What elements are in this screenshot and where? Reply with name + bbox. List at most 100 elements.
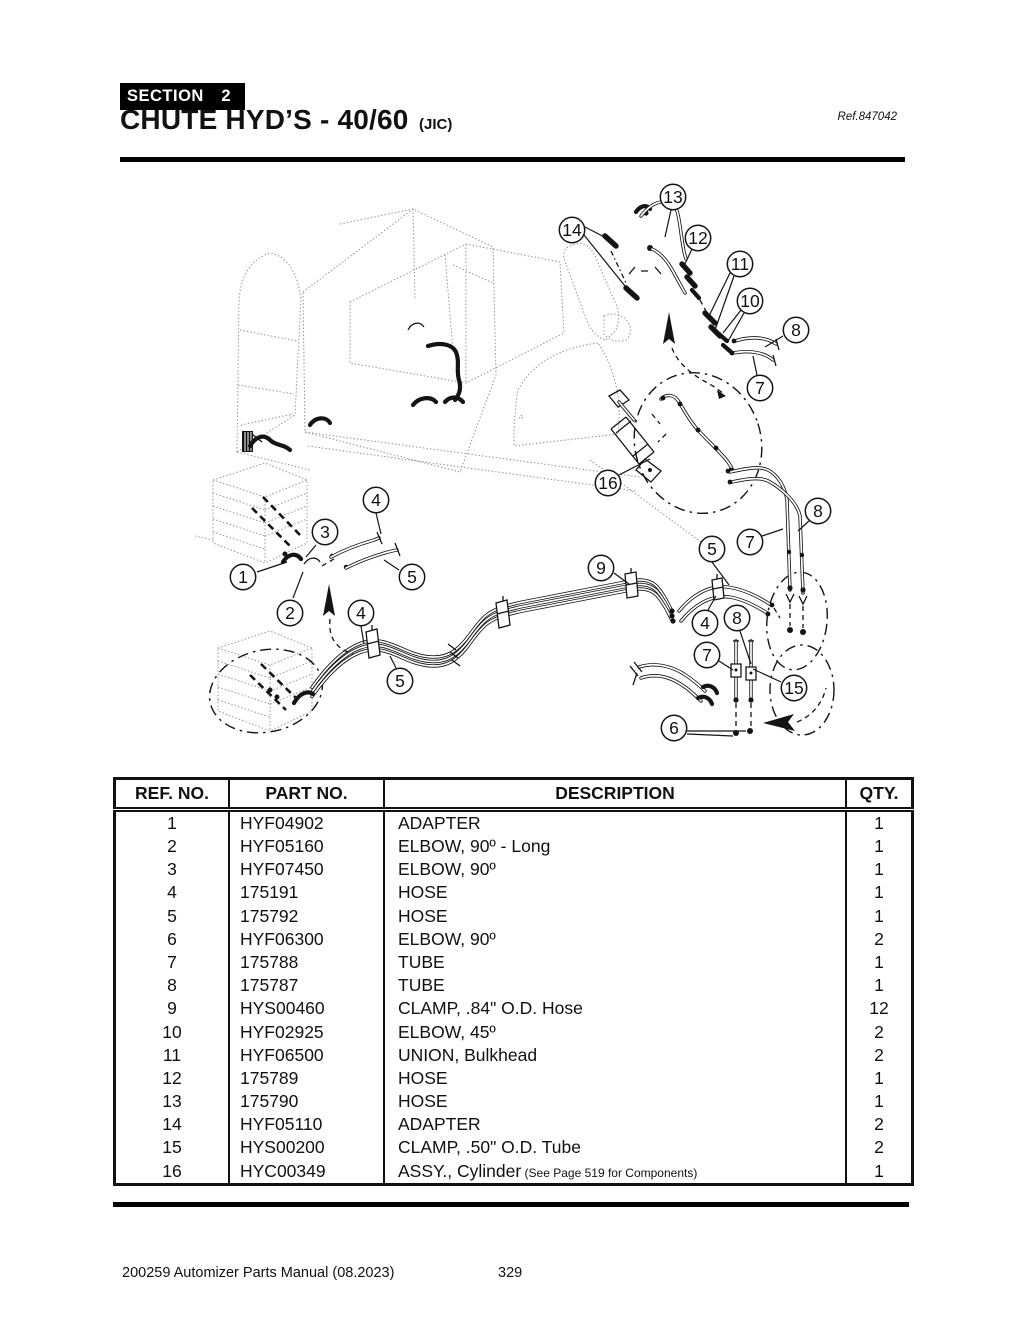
callout-number: 4 bbox=[356, 603, 366, 623]
callout-number: 8 bbox=[791, 320, 801, 340]
table-cell: 14 bbox=[162, 1114, 182, 1135]
section-badge: SECTION 2 bbox=[120, 83, 245, 110]
col-ref-no: REF. NO. bbox=[114, 778, 229, 812]
callout-leader bbox=[797, 520, 810, 532]
cylinder-assembly bbox=[608, 389, 735, 483]
callout-leader bbox=[707, 595, 717, 611]
callout-14: 14 bbox=[558, 216, 630, 292]
callout-number: 2 bbox=[285, 603, 295, 623]
table-cell: 2 bbox=[167, 836, 177, 857]
hose-clamps bbox=[365, 568, 639, 659]
table-cell: TUBE bbox=[383, 951, 846, 975]
page-title: CHUTE HYD’S - 40/60 (JIC) bbox=[120, 104, 452, 136]
table-cell: 16 bbox=[162, 1160, 182, 1181]
ref-number: Ref.847042 bbox=[837, 111, 897, 123]
table-cell: 1 bbox=[845, 809, 913, 836]
table-cell: HYC00349 bbox=[228, 1159, 384, 1185]
table-cell: ADAPTER bbox=[383, 1113, 846, 1137]
table-cell: 4 bbox=[167, 882, 177, 903]
fitting-cluster-upper bbox=[280, 531, 401, 570]
title-suffix: (JIC) bbox=[419, 116, 453, 133]
callout-7: 7 bbox=[746, 355, 774, 402]
table-cell: 175191 bbox=[228, 881, 384, 905]
callout-circle bbox=[736, 287, 764, 315]
callout-leader bbox=[682, 248, 693, 269]
table-cell: 175788 bbox=[228, 951, 384, 975]
callout-number: 12 bbox=[688, 228, 707, 248]
callout-number: 7 bbox=[755, 378, 765, 398]
callout-circle bbox=[804, 497, 832, 525]
callout-leader bbox=[739, 630, 752, 665]
callout-leader bbox=[718, 660, 734, 671]
callout-12: 12 bbox=[682, 224, 712, 269]
callout-circle bbox=[746, 374, 774, 402]
header-rule bbox=[120, 157, 905, 162]
table-cell: HYS00200 bbox=[228, 1136, 384, 1160]
col-description: DESCRIPTION bbox=[383, 778, 846, 812]
callout-number: 5 bbox=[395, 671, 405, 691]
callout-number: 3 bbox=[320, 522, 330, 542]
table-cell: 10 bbox=[162, 1021, 182, 1042]
table-cell: 12 bbox=[845, 997, 913, 1021]
footer-rule bbox=[113, 1202, 909, 1207]
main-hose-run bbox=[267, 578, 676, 706]
callout-number: 4 bbox=[371, 490, 381, 510]
table-cell: HOSE bbox=[383, 881, 846, 905]
table-cell: 1 bbox=[845, 881, 913, 905]
callout-circle bbox=[386, 667, 414, 695]
table-cell: ELBOW, 90º bbox=[383, 927, 846, 952]
machine-hoses bbox=[242, 322, 466, 453]
callout-number: 5 bbox=[407, 567, 417, 587]
callout-leader bbox=[613, 572, 630, 585]
callout-4: 4 bbox=[362, 486, 390, 535]
callout-leader bbox=[726, 312, 745, 344]
table-cell: 175792 bbox=[228, 904, 384, 928]
callout-5: 5 bbox=[698, 535, 730, 586]
table-cell: 1 bbox=[167, 812, 177, 833]
callout-circle bbox=[782, 316, 810, 344]
table-cell: TUBE bbox=[383, 974, 846, 998]
callout-circle bbox=[659, 183, 687, 211]
callout-leader bbox=[714, 275, 735, 331]
callout-leader bbox=[708, 272, 731, 317]
callout-leader bbox=[375, 512, 382, 535]
table-cell: HYS00460 bbox=[228, 997, 384, 1021]
callout-number: 4 bbox=[700, 613, 710, 633]
callout-7: 7 bbox=[693, 641, 734, 671]
callout-13: 13 bbox=[659, 183, 687, 238]
callout-leader bbox=[360, 625, 365, 645]
callout-circle bbox=[726, 250, 754, 278]
callout-number: 10 bbox=[740, 291, 760, 311]
table-cell: 1 bbox=[845, 835, 913, 859]
table-cell: HOSE bbox=[383, 904, 846, 928]
callout-circle bbox=[736, 528, 764, 556]
col-qty: QTY. bbox=[845, 778, 913, 812]
callout-number: 16 bbox=[598, 473, 617, 493]
manifold-dashed-lines bbox=[249, 496, 301, 711]
callout-circle bbox=[347, 599, 375, 627]
table-cell: 8 bbox=[167, 975, 177, 996]
callout-8: 8 bbox=[764, 316, 810, 348]
callout-8: 8 bbox=[797, 497, 832, 532]
table-cell: 3 bbox=[167, 859, 177, 880]
tubes-7-8 bbox=[725, 466, 808, 635]
table-cell: 1 bbox=[845, 904, 913, 928]
callout-number: 7 bbox=[745, 532, 755, 552]
table-cell: 9 bbox=[167, 998, 177, 1019]
callout-number: 1 bbox=[238, 567, 248, 587]
table-cell: 175789 bbox=[228, 1067, 384, 1091]
callout-15: 15 bbox=[752, 668, 808, 702]
table-cell: 1 bbox=[845, 1159, 913, 1185]
callout-leader bbox=[583, 234, 630, 292]
footer-manual-title: 200259 Automizer Parts Manual (08.2023) bbox=[122, 1265, 395, 1281]
